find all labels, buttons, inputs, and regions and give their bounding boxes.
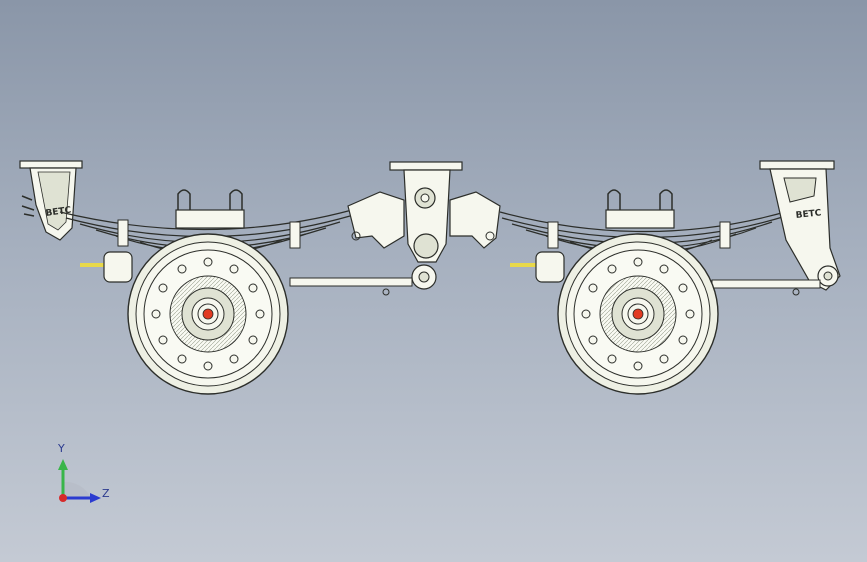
right-rear-hanger[interactable]: BETC bbox=[759, 160, 841, 291]
left-front-hanger[interactable]: BETC bbox=[19, 160, 83, 241]
right-hanger-logo: BETC bbox=[795, 208, 822, 221]
center-equalizer-bracket[interactable] bbox=[347, 161, 501, 290]
right-wheel-hub[interactable] bbox=[557, 233, 719, 395]
left-axle-center bbox=[202, 308, 214, 320]
torque-rods[interactable] bbox=[289, 277, 821, 296]
y-axis-label: Y bbox=[58, 442, 65, 455]
right-axle-center bbox=[632, 308, 644, 320]
left-hanger-logo: BETC bbox=[45, 205, 72, 219]
right-brake-chamber[interactable] bbox=[510, 251, 565, 283]
z-axis-label: Z bbox=[102, 487, 110, 500]
left-brake-chamber[interactable] bbox=[80, 251, 133, 283]
left-u-bolts[interactable] bbox=[175, 189, 245, 229]
right-u-bolts[interactable] bbox=[605, 189, 675, 229]
left-wheel-hub[interactable] bbox=[127, 233, 289, 395]
